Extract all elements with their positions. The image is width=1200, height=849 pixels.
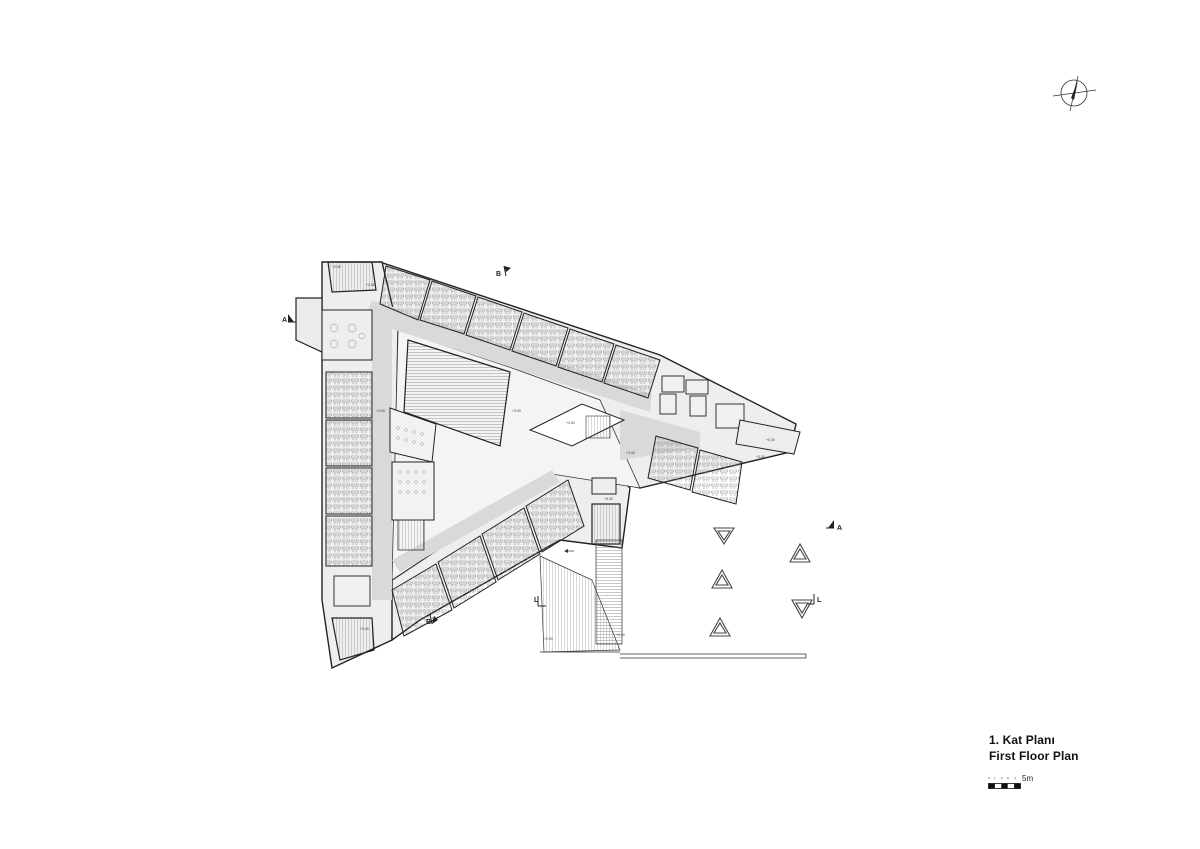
svg-text:+3.50: +3.50 [626, 451, 635, 455]
section-marker-b-north: B [496, 265, 511, 278]
svg-text:+3.50: +3.50 [376, 409, 385, 413]
triangle-planter-icon [709, 527, 813, 637]
section-markers: A A B B L L [282, 265, 842, 626]
svg-text:A: A [282, 317, 287, 324]
classrooms-southeast [391, 479, 585, 637]
svg-text:B: B [426, 619, 431, 626]
east-canopy [735, 419, 801, 455]
section-marker-a-west: A [282, 314, 296, 324]
svg-text:+3.50: +3.50 [756, 455, 765, 459]
svg-text:L: L [534, 597, 539, 604]
stair-cores [327, 261, 621, 661]
svg-text:+0.50: +0.50 [544, 637, 553, 641]
level-labels: +3.50 +3.50 +3.50 +3.50 +3.50 +5.00 +0.0… [332, 265, 775, 641]
auditorium [389, 339, 511, 521]
classrooms-west [321, 309, 373, 567]
central-void [528, 403, 626, 447]
scale-bar [988, 783, 1021, 789]
plan-title-turkish: 1. Kat Planı [989, 733, 1055, 747]
section-marker-l-east: L [808, 594, 822, 605]
plan-title-english: First Floor Plan [989, 749, 1079, 763]
svg-text:+3.50: +3.50 [566, 421, 575, 425]
svg-text:+5.00: +5.00 [604, 497, 613, 501]
svg-text:+0.50: +0.50 [360, 627, 369, 631]
svg-text:A: A [837, 525, 842, 532]
svg-text:+0.50: +0.50 [616, 633, 625, 637]
scale-ticks: 0 1 2 3 4 [988, 776, 1016, 780]
svg-text:+3.50: +3.50 [512, 409, 521, 413]
svg-text:B: B [496, 271, 501, 278]
scale-label: 5m [1022, 774, 1034, 783]
section-marker-b-south: B [426, 613, 438, 626]
svg-text:+0.00: +0.00 [766, 438, 775, 442]
classrooms-north [379, 265, 743, 505]
svg-text:L: L [817, 597, 822, 604]
exterior-steps [539, 539, 807, 659]
north-arrow-icon [1052, 75, 1097, 112]
svg-text:+0.50: +0.50 [332, 265, 341, 269]
corridors [364, 300, 700, 600]
section-marker-a-east: A [826, 520, 842, 532]
entrance-arrow-icon [564, 549, 574, 553]
section-marker-l-west: L [534, 596, 546, 607]
service-rooms [333, 375, 745, 607]
svg-text:+3.50: +3.50 [366, 283, 375, 287]
